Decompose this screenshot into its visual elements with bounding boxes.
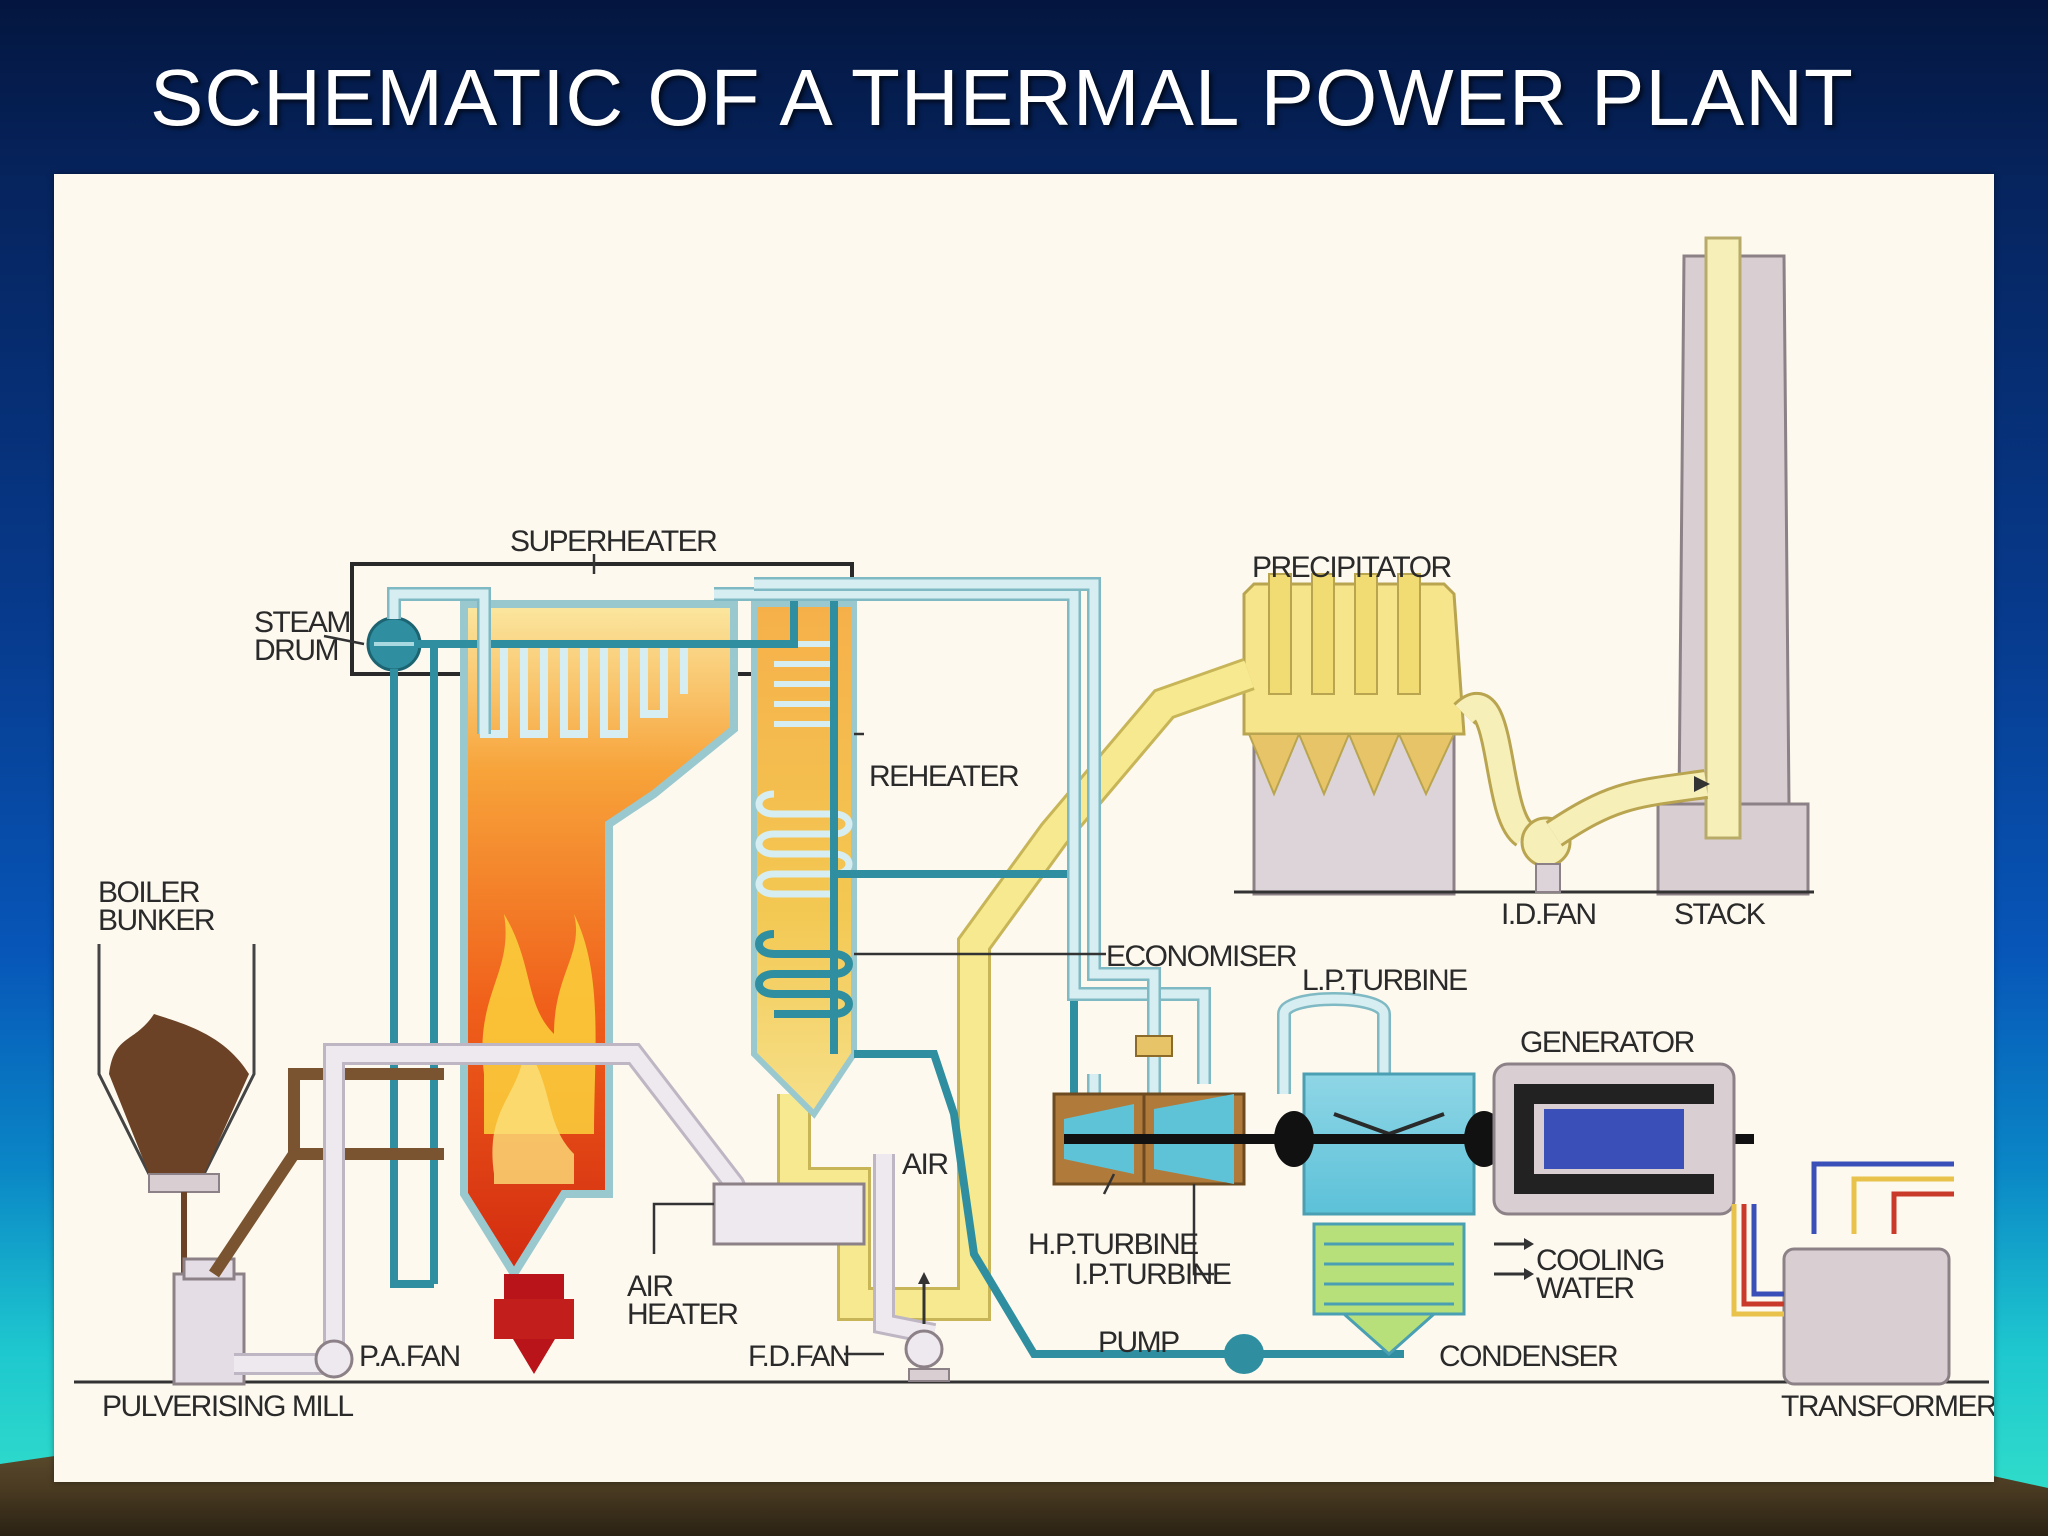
- label-steam-drum-2: DRUM: [254, 634, 338, 667]
- label-superheater: SUPERHEATER: [510, 525, 717, 558]
- label-id-fan: I.D.FAN: [1501, 898, 1596, 931]
- label-cooling-water-1: COOLING: [1536, 1244, 1664, 1277]
- power-plant-schematic: SUPERHEATER STEAM DRUM REHEATER PRECIPIT…: [74, 236, 1999, 1423]
- boiler-bunker: [97, 944, 256, 1274]
- generator: [1492, 1062, 1736, 1216]
- label-condenser: CONDENSER: [1439, 1340, 1618, 1373]
- diagram-panel: SUPERHEATER STEAM DRUM REHEATER PRECIPIT…: [54, 174, 1999, 1482]
- precipitator: [1234, 573, 1814, 896]
- label-lp-turbine: L.P.TURBINE: [1302, 964, 1467, 997]
- steam-drum: [366, 616, 422, 672]
- slide-title: SCHEMATIC OF A THERMAL POWER PLANT: [150, 53, 1854, 142]
- label-steam-drum-1: STEAM: [254, 606, 350, 639]
- leader-lines: [323, 554, 1356, 1356]
- label-pulverising-mill: PULVERISING MILL: [102, 1390, 353, 1423]
- label-pa-fan: P.A.FAN: [359, 1340, 460, 1373]
- fans: [314, 1272, 950, 1382]
- label-pump: PUMP: [1098, 1326, 1179, 1359]
- label-stack: STACK: [1674, 898, 1766, 931]
- label-boiler-bunker-1: BOILER: [98, 876, 200, 909]
- furnace: [460, 600, 738, 1374]
- steam-valve: [1135, 1035, 1173, 1057]
- label-air-heater-2: HEATER: [627, 1298, 738, 1331]
- label-hp-turbine: H.P.TURBINE: [1028, 1228, 1198, 1261]
- pulverising-mill: [172, 1257, 246, 1386]
- air-heater: [712, 1182, 866, 1246]
- transformer: [1731, 1161, 1954, 1386]
- label-boiler-bunker-2: BUNKER: [98, 904, 215, 937]
- label-fd-fan: F.D.FAN: [748, 1340, 849, 1373]
- label-generator: GENERATOR: [1520, 1026, 1695, 1059]
- label-transformer: TRANSFORMER: [1781, 1390, 1994, 1423]
- id-fan: [1453, 692, 1710, 893]
- label-reheater: REHEATER: [869, 760, 1019, 793]
- label-ip-turbine: I.P.TURBINE: [1074, 1258, 1231, 1291]
- stack: [1656, 236, 1810, 896]
- label-economiser: ECONOMISER: [1106, 940, 1297, 973]
- label-air-heater-1: AIR: [627, 1270, 673, 1303]
- label-precipitator: PRECIPITATOR: [1252, 551, 1452, 584]
- backpass-reheater: [751, 601, 857, 1119]
- label-air: AIR: [902, 1148, 948, 1181]
- label-cooling-water-2: WATER: [1536, 1272, 1634, 1305]
- coal-pipes: [209, 1068, 444, 1278]
